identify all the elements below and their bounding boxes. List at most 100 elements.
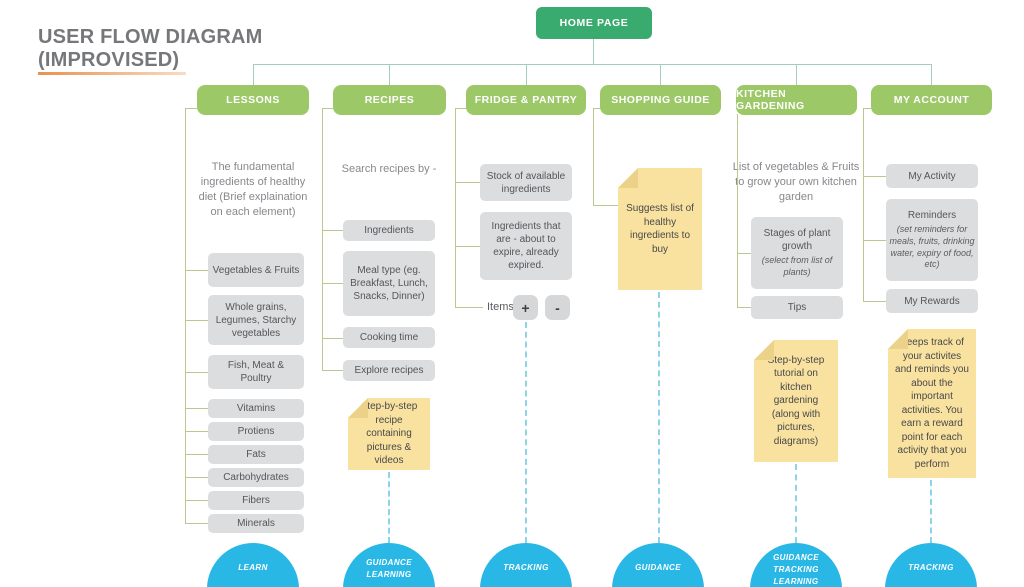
header-my-account[interactable]: MY ACCOUNT	[871, 85, 992, 115]
circle-guidance-learning[interactable]: GUIDANCE LEARNING	[343, 543, 435, 587]
circle-tracking-fridge[interactable]: TRACKING	[480, 543, 572, 587]
lessons-box-vegetables-fruits[interactable]: Vegetables & Fruits	[208, 253, 304, 287]
lessons-intro-text: The fundamental ingredients of healthy d…	[198, 161, 308, 218]
shopping-note-fold	[618, 168, 638, 188]
recipes-box-meal-type[interactable]: Meal type (eg. Breakfast, Lunch, Snacks,…	[343, 251, 435, 316]
connector-drop-lessons	[253, 64, 254, 85]
fridge-box-stock[interactable]: Stock of available ingredients	[480, 164, 572, 201]
account-tick-2	[863, 240, 886, 241]
recipes-tick-1	[322, 230, 343, 231]
gardening-dashed-connector	[795, 464, 797, 543]
recipes-note[interactable]: Step-by-step recipe containing pictures …	[348, 398, 430, 470]
connector-home-stem	[593, 39, 594, 64]
lessons-tick-9	[185, 523, 208, 524]
account-tick-1	[863, 176, 886, 177]
gardening-intro-text: List of vegetables & Fruits to grow your…	[732, 161, 860, 203]
account-bracket-top	[863, 108, 871, 109]
lessons-box-carbohydrates[interactable]: Carbohydrates	[208, 468, 304, 487]
lessons-tick-3	[185, 372, 208, 373]
shopping-note[interactable]: Suggests list of healthy ingredients to …	[618, 168, 702, 290]
decrement-button[interactable]: -	[545, 295, 570, 320]
recipes-bracket-vertical	[322, 108, 323, 371]
circle-guidance[interactable]: GUIDANCE	[612, 543, 704, 587]
connector-drop-shopping	[660, 64, 661, 85]
gardening-box-tips[interactable]: Tips	[751, 296, 843, 319]
lessons-box-fats[interactable]: Fats	[208, 445, 304, 464]
connector-drop-fridge	[526, 64, 527, 85]
lessons-box-whole-grains[interactable]: Whole grains, Legumes, Starchy vegetable…	[208, 295, 304, 345]
page-title: USER FLOW DIAGRAM (IMPROVISED)	[38, 26, 263, 72]
header-shopping-guide[interactable]: SHOPPING GUIDE	[600, 85, 721, 115]
account-box-my-activity[interactable]: My Activity	[886, 164, 978, 188]
circle-guidance-label: GUIDANCE	[635, 563, 681, 572]
page-title-line1: USER FLOW DIAGRAM	[38, 26, 263, 48]
account-box-reminders[interactable]: Reminders (set reminders for meals, frui…	[886, 199, 978, 281]
recipes-box-ingredients[interactable]: Ingredients	[343, 220, 435, 241]
header-recipes[interactable]: RECIPES	[333, 85, 446, 115]
gardening-box-stages[interactable]: Stages of plant growth (select from list…	[751, 217, 843, 289]
circle-guidance-learning-label: GUIDANCE LEARNING	[366, 558, 412, 579]
gardening-tick-2	[737, 307, 751, 308]
header-kitchen-gardening[interactable]: KITCHEN GARDENING	[736, 85, 857, 115]
lessons-box-vitamins[interactable]: Vitamins	[208, 399, 304, 418]
circle-tracking-account-label: TRACKING	[908, 563, 954, 572]
circle-guidance-tracking-learning-label: GUIDANCE TRACKING LEARNING	[773, 553, 819, 586]
lessons-tick-8	[185, 500, 208, 501]
shopping-bracket-top	[593, 108, 601, 109]
home-page-node[interactable]: HOME PAGE	[536, 7, 652, 39]
circle-tracking-account[interactable]: TRACKING	[885, 543, 977, 587]
shopping-bracket-vertical	[593, 108, 594, 206]
lessons-tick-6	[185, 454, 208, 455]
recipes-tick-3	[322, 338, 343, 339]
connector-top-horizontal	[253, 64, 932, 65]
lessons-tick-7	[185, 477, 208, 478]
recipes-note-fold	[348, 398, 368, 418]
increment-button[interactable]: +	[513, 295, 538, 320]
circle-guidance-tracking-learning[interactable]: GUIDANCE TRACKING LEARNING	[750, 543, 842, 587]
connector-drop-recipes	[389, 64, 390, 85]
header-fridge-pantry[interactable]: FRIDGE & PANTRY	[466, 85, 586, 115]
title-underline	[38, 72, 186, 75]
page-title-line2: (IMPROVISED)	[38, 49, 180, 71]
recipes-tick-2	[322, 283, 343, 284]
recipes-dashed-connector	[388, 472, 390, 543]
fridge-dashed-connector	[525, 322, 527, 543]
account-box-reminders-sub: (set reminders for meals, fruits, drinki…	[889, 224, 975, 270]
gardening-tick-1	[737, 253, 751, 254]
circle-tracking-fridge-label: TRACKING	[503, 563, 549, 572]
fridge-tick-2	[455, 246, 480, 247]
account-note[interactable]: Keeps track of your activites and remind…	[888, 329, 976, 478]
connector-drop-gardening	[796, 64, 797, 85]
fridge-bracket-vertical	[455, 108, 456, 307]
lessons-box-protiens[interactable]: Protiens	[208, 422, 304, 441]
account-tick-3	[863, 301, 886, 302]
circle-learn[interactable]: LEARN	[207, 543, 299, 587]
header-lessons[interactable]: LESSONS	[197, 85, 309, 115]
fridge-box-expiring[interactable]: Ingredients that are - about to expire, …	[480, 212, 572, 280]
lessons-box-fish-meat-poultry[interactable]: Fish, Meat & Poultry	[208, 355, 304, 389]
gardening-note-fold	[754, 340, 774, 360]
fridge-items-label: Items	[487, 301, 514, 313]
lessons-tick-1	[185, 270, 208, 271]
gardening-bracket-vertical	[737, 114, 738, 308]
account-dashed-connector	[930, 480, 932, 543]
recipes-bracket-top	[322, 108, 333, 109]
recipes-box-explore-recipes[interactable]: Explore recipes	[343, 360, 435, 381]
connector-drop-account	[931, 64, 932, 85]
lessons-box-minerals[interactable]: Minerals	[208, 514, 304, 533]
recipes-box-cooking-time[interactable]: Cooking time	[343, 327, 435, 348]
shopping-dashed-connector	[658, 292, 660, 543]
shopping-tick-note	[593, 205, 619, 206]
fridge-bracket-top	[455, 108, 466, 109]
lessons-tick-2	[185, 320, 208, 321]
fridge-tick-items	[455, 307, 483, 308]
lessons-tick-4	[185, 408, 208, 409]
lessons-bracket-vertical	[185, 108, 186, 524]
lessons-box-fibers[interactable]: Fibers	[208, 491, 304, 510]
account-box-my-rewards[interactable]: My Rewards	[886, 289, 978, 313]
account-note-fold	[888, 329, 908, 349]
fridge-tick-1	[455, 182, 480, 183]
gardening-note[interactable]: Step-by-step tutorial on kitchen gardeni…	[754, 340, 838, 462]
lessons-tick-5	[185, 431, 208, 432]
